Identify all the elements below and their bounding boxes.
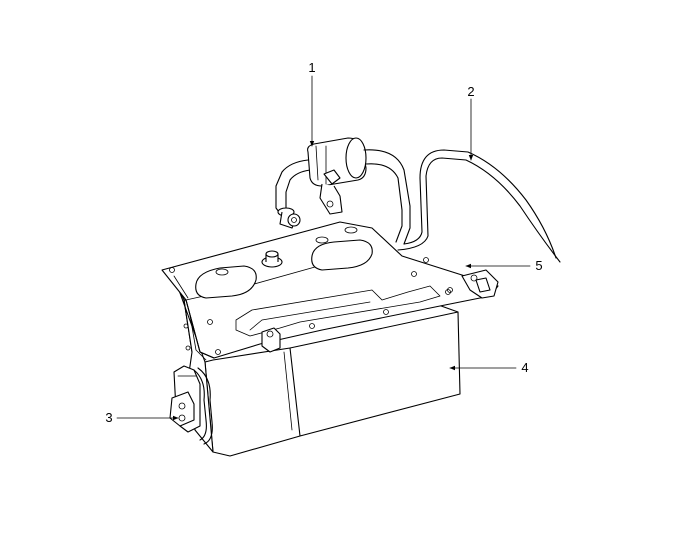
inline-filter bbox=[275, 137, 411, 245]
canister-top-plate bbox=[161, 221, 499, 359]
callout-label-3: 3 bbox=[105, 410, 112, 425]
callout-label-5: 5 bbox=[535, 258, 542, 273]
callout-label-2: 2 bbox=[467, 84, 474, 99]
plate-pads bbox=[195, 226, 373, 299]
callout-leaders bbox=[116, 75, 531, 421]
center-port bbox=[261, 250, 283, 268]
callout-labels: 1 2 3 4 5 bbox=[105, 60, 542, 425]
vent-tube bbox=[397, 149, 561, 263]
callout-label-4: 4 bbox=[521, 360, 528, 375]
front-bracket-bolt bbox=[261, 327, 281, 353]
plate-bolts bbox=[169, 257, 451, 355]
callout-label-1: 1 bbox=[308, 60, 315, 75]
mounting-bracket bbox=[447, 269, 499, 299]
